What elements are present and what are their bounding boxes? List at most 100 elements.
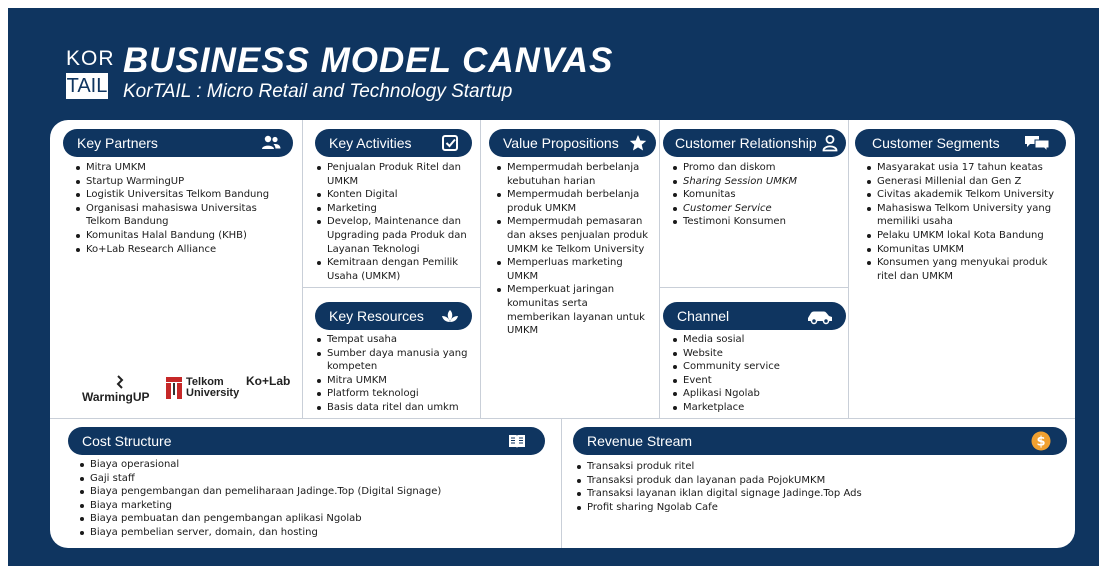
list-item: Biaya marketing — [78, 499, 548, 513]
list-item: Komunitas — [671, 188, 845, 202]
list-item: Ko+Lab Research Alliance — [74, 243, 294, 257]
list-item: Mempermudah berbelanja produk UMKM — [495, 188, 653, 215]
logo-top-text: KOR — [66, 47, 115, 70]
page-subtitle: KorTAIL : Micro Retail and Technology St… — [123, 81, 513, 102]
divider — [302, 120, 303, 418]
telkom-university-logo: Telkom University — [186, 376, 240, 399]
svg-text:$: $ — [1036, 435, 1045, 450]
list-item: Startup WarmingUP — [74, 175, 294, 189]
list-item: Mitra UMKM — [74, 161, 294, 175]
list-item: Transaksi produk ritel — [575, 460, 1055, 474]
user-icon — [822, 135, 838, 152]
list-item: Mempermudah pemasaran dan akses penjuala… — [495, 215, 653, 256]
list-item: Kemitraan dengan Pemilik Usaha (UMKM) — [315, 256, 477, 283]
list-item: Event — [671, 374, 845, 388]
divider — [848, 120, 849, 418]
list-item: Generasi Millenial dan Gen Z — [865, 175, 1065, 189]
customer-segments-header: Customer Segments — [855, 129, 1066, 157]
divider — [659, 287, 848, 288]
list-item: Community service — [671, 360, 845, 374]
revenue-stream-title: Revenue Stream — [587, 433, 693, 449]
customer-segments-list: Masyarakat usia 17 tahun keatas Generasi… — [865, 161, 1065, 283]
channel-list: Media sosial Website Community service E… — [671, 333, 845, 415]
list-item: Memperkuat jaringan komunitas serta memb… — [495, 283, 653, 337]
list-item: Customer Service — [671, 202, 845, 216]
list-item: Komunitas UMKM — [865, 243, 1065, 257]
key-activities-list: Penjualan Produk Ritel dan UMKM Konten D… — [315, 161, 477, 283]
chat-bubbles-icon — [1025, 136, 1050, 152]
list-item: Mitra UMKM — [315, 374, 477, 388]
list-item: Konten Digital — [315, 188, 477, 202]
list-item: Biaya pembelian server, domain, dan host… — [78, 526, 548, 540]
list-item: Testimoni Konsumen — [671, 215, 845, 229]
list-item: Basis data ritel dan umkm — [315, 401, 477, 415]
kortail-logo: KOR TAIL — [66, 46, 115, 100]
canvas-board: Key Partners Mitra UMKM Startup WarmingU… — [50, 120, 1075, 548]
list-item: Website — [671, 347, 845, 361]
kolab-logo: Ko+Lab — [246, 374, 291, 388]
list-item: Transaksi layanan iklan digital signage … — [575, 487, 1055, 501]
key-partners-header: Key Partners — [63, 129, 293, 157]
list-item: Platform teknologi — [315, 387, 477, 401]
revenue-stream-list: Transaksi produk ritel Transaksi produk … — [575, 460, 1055, 514]
list-item: Mempermudah berbelanja kebutuhan harian — [495, 161, 653, 188]
list-item: Marketing — [315, 202, 477, 216]
list-item: Marketplace — [671, 401, 845, 415]
customer-segments-title: Customer Segments — [872, 135, 1000, 151]
list-item: Biaya pengembangan dan pemeliharaan Jadi… — [78, 485, 548, 499]
list-item: Media sosial — [671, 333, 845, 347]
partner-logos: WarmingUP Telkom University Ko+Lab — [80, 375, 295, 409]
value-propositions-list: Mempermudah berbelanja kebutuhan harian … — [495, 161, 653, 338]
channel-header: Channel — [663, 302, 846, 330]
list-item: Promo dan diskom — [671, 161, 845, 175]
channel-title: Channel — [677, 308, 730, 324]
car-icon — [808, 311, 832, 325]
page-title: BUSINESS MODEL CANVAS — [123, 41, 614, 80]
divider — [659, 120, 660, 418]
key-resources-title: Key Resources — [329, 308, 424, 324]
cost-structure-list: Biaya operasional Gaji staff Biaya penge… — [78, 458, 548, 540]
list-item: Transaksi produk dan layanan pada PojokU… — [575, 474, 1055, 488]
list-item: Masyarakat usia 17 tahun keatas — [865, 161, 1065, 175]
list-item: Komunitas Halal Bandung (KHB) — [74, 229, 294, 243]
checkbox-icon — [442, 135, 458, 151]
revenue-stream-header: Revenue Stream $ — [573, 427, 1067, 455]
list-item: Penjualan Produk Ritel dan UMKM — [315, 161, 477, 188]
cost-structure-title: Cost Structure — [82, 433, 172, 449]
customer-relationship-header: Customer Relationship — [663, 129, 846, 157]
key-activities-title: Key Activities — [329, 135, 412, 151]
list-item: Tempat usaha — [315, 333, 477, 347]
key-resources-list: Tempat usaha Sumber daya manusia yang ko… — [315, 333, 477, 415]
dollar-coin-icon: $ — [1031, 431, 1051, 451]
customer-relationship-list: Promo dan diskom Sharing Session UMKM Ko… — [671, 161, 845, 229]
list-item: Profit sharing Ngolab Cafe — [575, 501, 1055, 515]
list-item: Memperluas marketing UMKM — [495, 256, 653, 283]
divider — [302, 287, 480, 288]
cost-structure-header: Cost Structure — [68, 427, 545, 455]
list-item: Develop, Maintenance dan Upgrading pada … — [315, 215, 477, 256]
list-item: Organisasi mahasiswa Universitas Telkom … — [74, 202, 294, 229]
key-activities-header: Key Activities — [315, 129, 472, 157]
list-item: Logistik Universitas Telkom Bandung — [74, 188, 294, 202]
list-item: Civitas akademik Telkom University — [865, 188, 1065, 202]
value-propositions-title: Value Propositions — [503, 135, 619, 151]
warmingup-mark-icon — [116, 375, 124, 389]
list-item: Pelaku UMKM lokal Kota Bandung — [865, 229, 1065, 243]
value-propositions-header: Value Propositions — [489, 129, 656, 157]
list-item: Biaya pembuatan dan pengembangan aplikas… — [78, 512, 548, 526]
list-item: Mahasiswa Telkom University yang memilik… — [865, 202, 1065, 229]
divider — [480, 120, 481, 418]
customer-relationship-title: Customer Relationship — [675, 135, 817, 151]
key-partners-title: Key Partners — [77, 135, 158, 151]
key-resources-header: Key Resources — [315, 302, 472, 330]
telkom-mark-icon — [166, 377, 182, 399]
divider — [561, 418, 562, 548]
list-item: Aplikasi Ngolab — [671, 387, 845, 401]
list-item: Konsumen yang menyukai produk ritel dan … — [865, 256, 1065, 283]
leaf-icon — [442, 310, 458, 322]
people-icon — [262, 135, 281, 149]
book-icon — [509, 435, 525, 448]
star-icon — [629, 135, 647, 151]
list-item: Biaya operasional — [78, 458, 548, 472]
key-partners-list: Mitra UMKM Startup WarmingUP Logistik Un… — [74, 161, 294, 256]
